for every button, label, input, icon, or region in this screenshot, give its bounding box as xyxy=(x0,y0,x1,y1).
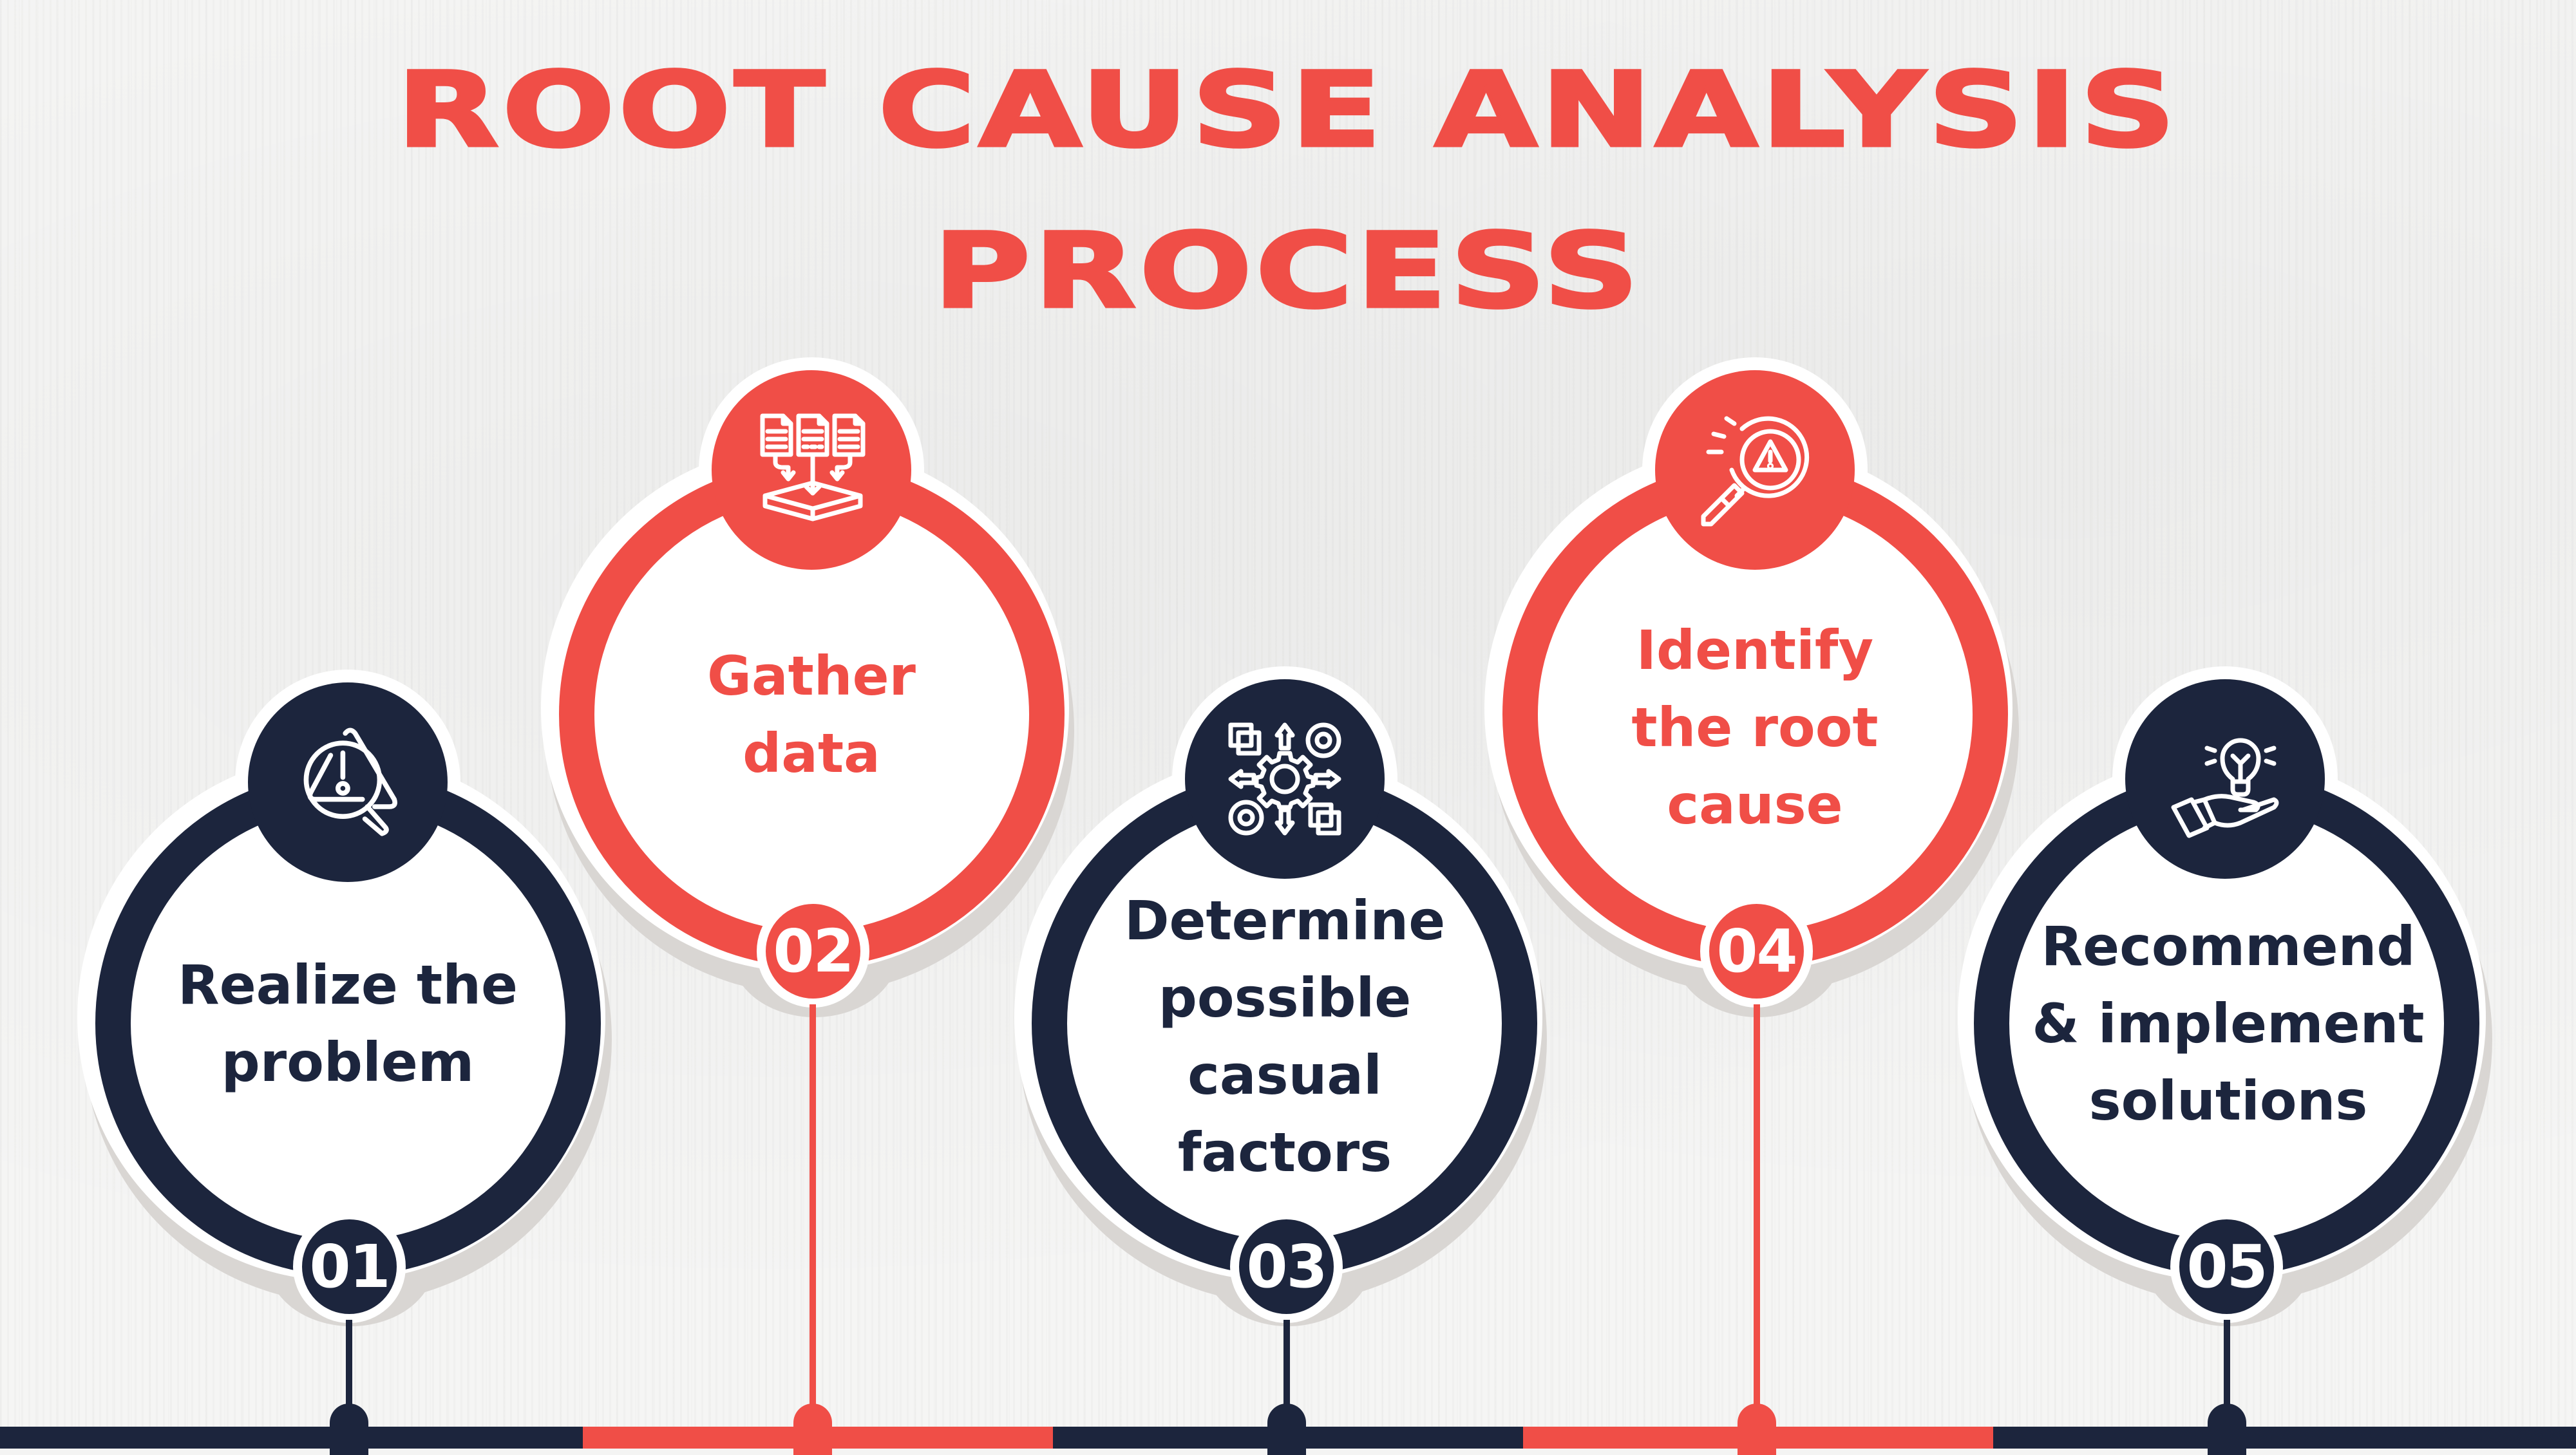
step-2-stem xyxy=(810,1004,816,1429)
step-1-stem xyxy=(346,1320,352,1429)
step-1-number: 01 xyxy=(309,1232,390,1301)
step-3-label: Determine possible casual factors xyxy=(1124,889,1446,1184)
page-title-line-2: PROCESS xyxy=(932,211,1643,332)
step-5-stem xyxy=(2224,1320,2230,1429)
step-5-number-badge: 05 xyxy=(2170,1210,2283,1323)
timeline-segment-2 xyxy=(583,1427,1053,1449)
step-1-label: Realize the problem xyxy=(178,953,518,1094)
hand-lightbulb-icon xyxy=(2171,738,2279,838)
step-3-number: 03 xyxy=(1246,1232,1327,1301)
step-1-icon-badge xyxy=(248,682,448,882)
timeline-segment-3 xyxy=(1053,1427,1523,1449)
timeline-segment-4 xyxy=(1523,1427,1993,1449)
step-4-number: 04 xyxy=(1716,917,1797,986)
step-2-label: Gather data xyxy=(707,644,916,785)
step-3-icon-badge xyxy=(1185,679,1385,879)
step-4-icon-badge xyxy=(1655,370,1855,570)
gear-arrows-icon xyxy=(1228,722,1341,836)
step-2-icon-badge xyxy=(712,370,911,570)
step-5-number: 05 xyxy=(2186,1232,2268,1301)
step-4-number-badge: 04 xyxy=(1700,895,1813,1008)
documents-to-tray-icon xyxy=(760,413,866,521)
step-2-number: 02 xyxy=(773,917,854,986)
step-3-number-badge: 03 xyxy=(1230,1210,1343,1323)
timeline-segment-1 xyxy=(0,1427,583,1449)
step-2-number-badge: 02 xyxy=(757,895,869,1008)
magnifier-warning-icon xyxy=(1701,416,1810,527)
timeline-segment-5 xyxy=(1993,1427,2576,1449)
page-title-line-1: ROOT CAUSE ANALYSIS xyxy=(395,50,2179,171)
step-5-label: Recommend & implement solutions xyxy=(2032,915,2425,1132)
step-1-number-badge: 01 xyxy=(293,1210,406,1323)
step-4-label: Identify the root cause xyxy=(1631,619,1879,836)
step-5-icon-badge xyxy=(2125,679,2325,879)
alert-magnifier-icon xyxy=(303,727,397,836)
step-4-stem xyxy=(1754,1004,1760,1429)
step-3-stem xyxy=(1283,1320,1290,1429)
